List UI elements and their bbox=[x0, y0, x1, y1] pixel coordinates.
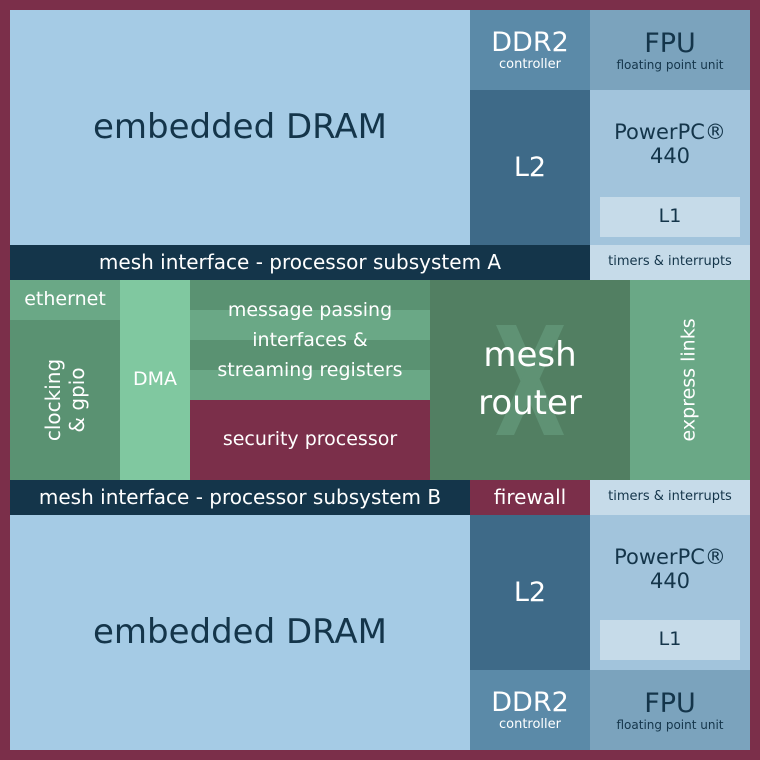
message-passing-block bbox=[190, 280, 430, 400]
x-logo-icon bbox=[496, 325, 564, 435]
label: clocking bbox=[40, 358, 65, 442]
clocking-gpio: clocking& gpio bbox=[10, 320, 120, 480]
message-passing-label: message passing interfaces & streaming reg… bbox=[190, 280, 430, 400]
label: router bbox=[478, 383, 582, 423]
timers-interrupts-b: timers & interrupts bbox=[590, 480, 750, 515]
label: PowerPC® bbox=[614, 120, 726, 144]
label: L2 bbox=[513, 576, 547, 608]
sublabel: & gpio bbox=[64, 367, 89, 433]
embedded-dram-bottom: embedded DRAM bbox=[10, 515, 470, 750]
label: express links bbox=[678, 318, 701, 442]
label: ethernet bbox=[24, 288, 106, 311]
dma: DMA bbox=[120, 280, 190, 480]
label: L1 bbox=[658, 628, 682, 651]
label: DMA bbox=[132, 368, 178, 391]
label: mesh bbox=[483, 335, 577, 376]
embedded-dram-top: embedded DRAM bbox=[10, 10, 470, 245]
sublabel: floating point unit bbox=[616, 57, 724, 72]
sublabel: floating point unit bbox=[616, 717, 724, 732]
mesh-router: mesh router bbox=[430, 280, 630, 480]
label: embedded DRAM bbox=[92, 611, 388, 652]
label: L2 bbox=[513, 151, 547, 183]
label: L1 bbox=[658, 205, 682, 228]
label: security processor bbox=[222, 428, 398, 451]
label: mesh interface - processor subsystem A bbox=[98, 250, 502, 274]
express-links: express links bbox=[630, 280, 750, 480]
label: timers & interrupts bbox=[608, 489, 732, 505]
sublabel: controller bbox=[498, 717, 562, 733]
label: mesh interface - processor subsystem B bbox=[38, 485, 442, 509]
sublabel: 440 bbox=[649, 569, 691, 594]
label: DDR2 bbox=[491, 687, 569, 718]
label-line: streaming registers bbox=[217, 359, 403, 381]
sublabel: controller bbox=[498, 57, 562, 73]
mesh-interface-b: mesh interface - processor subsystem B bbox=[10, 480, 470, 515]
label: FPU bbox=[644, 27, 696, 59]
mesh-interface-a: mesh interface - processor subsystem A bbox=[10, 245, 590, 280]
l1-top: L1 bbox=[600, 197, 740, 237]
label: PowerPC® bbox=[614, 545, 726, 569]
label-line: interfaces & bbox=[252, 329, 368, 351]
firewall: firewall bbox=[470, 480, 590, 515]
l1-bottom: L1 bbox=[600, 620, 740, 660]
label: FPU bbox=[644, 687, 696, 719]
label: firewall bbox=[493, 485, 567, 509]
label-line: message passing bbox=[227, 299, 393, 321]
label: DDR2 bbox=[491, 27, 569, 58]
l2-bottom: L2 bbox=[470, 515, 590, 670]
sublabel: 440 bbox=[649, 144, 691, 169]
l2-top: L2 bbox=[470, 90, 590, 245]
label: timers & interrupts bbox=[608, 254, 732, 270]
timers-interrupts-a: timers & interrupts bbox=[590, 245, 750, 280]
label: embedded DRAM bbox=[92, 106, 388, 147]
security-processor: security processor bbox=[190, 400, 430, 480]
ethernet: ethernet bbox=[10, 280, 120, 320]
